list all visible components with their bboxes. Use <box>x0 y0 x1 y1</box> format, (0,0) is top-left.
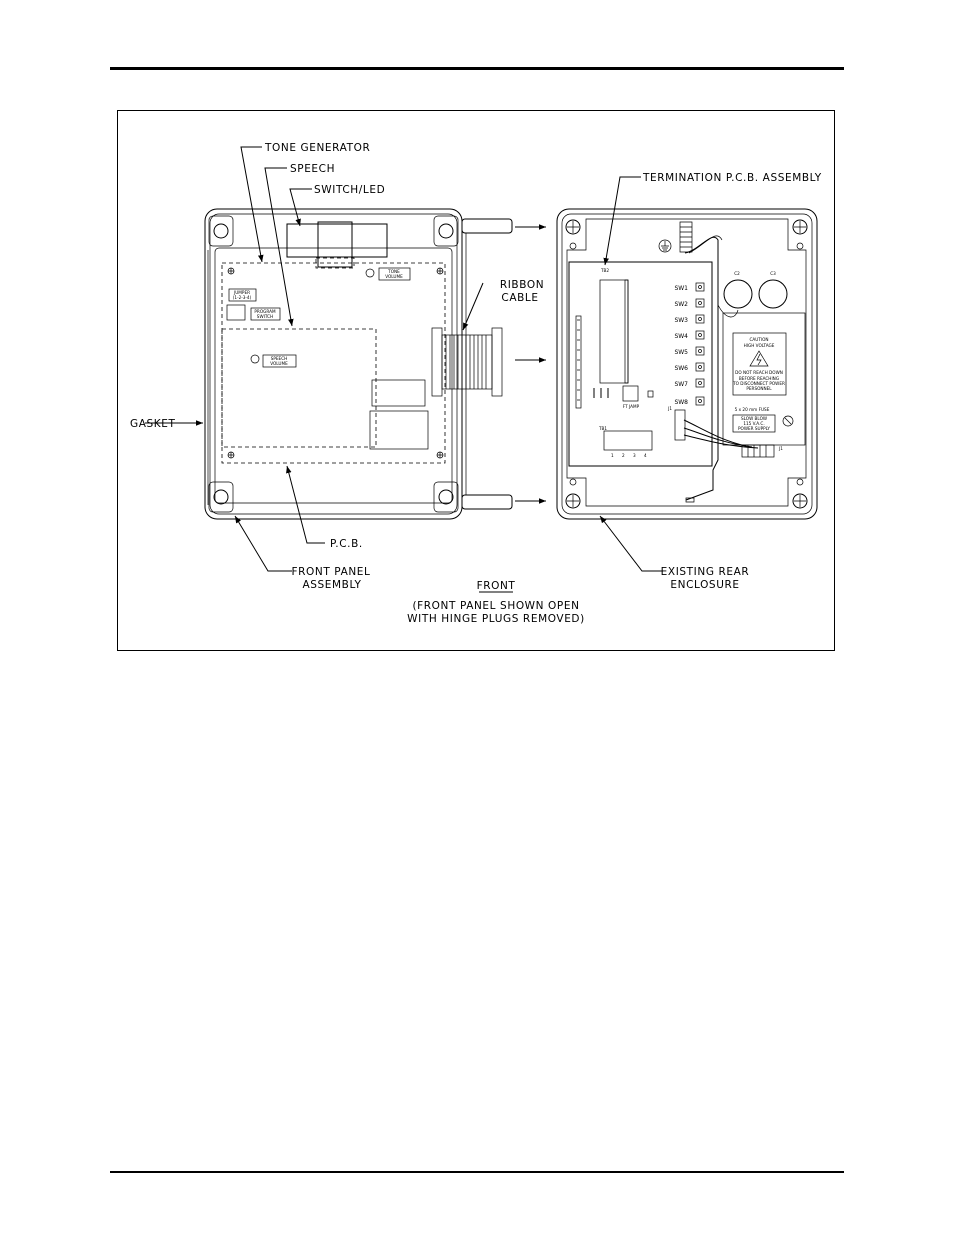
switch-led-callout: SWITCH/LED <box>314 184 385 196</box>
sw6-label: SW6 <box>674 365 688 372</box>
tb1-label: TB1 <box>598 426 607 431</box>
figure-frame <box>117 110 835 651</box>
tb2-label: TB2 <box>600 268 609 273</box>
ps-line-2: 115 V.A.C. <box>743 421 764 426</box>
caution-line-3: DO NOT REACH DOWN <box>735 370 783 375</box>
sw7-label: SW7 <box>674 381 688 388</box>
pcb-outline <box>221 262 446 464</box>
speech-board-outline <box>221 328 377 448</box>
sw8-label: SW8 <box>674 399 688 406</box>
hinge-plugs <box>461 218 513 510</box>
ps-line-1: SLOW BLOW <box>741 416 767 421</box>
j1-label: J1 <box>667 406 672 411</box>
c2-label: C2 <box>734 271 740 276</box>
sw4-label: SW4 <box>674 333 688 340</box>
ribbon-callout-1: RIBBON <box>500 279 544 291</box>
termination-callout: TERMINATION P.C.B. ASSEMBLY <box>642 172 822 184</box>
tb1-terminal-1: 1 <box>611 453 614 458</box>
sw1-label: SW1 <box>674 285 688 292</box>
footer-rule <box>110 1171 844 1173</box>
rear-enclosure: TB2 FT JAMP SW1 SW2 SW3 SW4 SW5 SW6 SW7 … <box>556 208 818 520</box>
front-panel-callout-1: FRONT PANEL <box>292 566 371 578</box>
front-panel-assembly: TONE VOLUME JUMPER (1-2-3-4) PROGRAM SWI… <box>204 208 463 520</box>
tone-generator-callout: TONE GENERATOR <box>264 142 370 154</box>
caption-title: FRONT <box>477 580 516 592</box>
jumper-label-2: (1-2-3-4) <box>233 295 252 300</box>
j1-lower-label: J1 <box>778 446 783 451</box>
ps-line-3: POWER SUPPLY <box>738 426 770 431</box>
program-switch-label-1: PROGRAM <box>254 309 276 314</box>
ribbon-cable <box>431 327 503 397</box>
caution-line-2: HIGH VOLTAGE <box>744 343 775 348</box>
tone-volume-label-1: TONE <box>387 269 400 274</box>
caption-line-2: WITH HINGE PLUGS REMOVED) <box>407 613 585 625</box>
speech-callout: SPEECH <box>290 163 335 175</box>
ribbon-callout-2: CABLE <box>501 292 538 304</box>
jumper-label-1: JUMPER <box>233 290 250 295</box>
existing-rear-callout-2: ENCLOSURE <box>670 579 739 591</box>
switch-column: SW1 SW2 SW3 SW4 SW5 SW6 SW7 SW8 <box>674 282 705 406</box>
caution-line-1: CAUTION <box>749 337 768 342</box>
gasket-callout: GASKET <box>130 418 176 430</box>
speech-volume-label-1: SPEECH <box>271 356 288 361</box>
pcb-callout: P.C.B. <box>330 538 363 550</box>
tb1-terminal-2: 2 <box>622 453 625 458</box>
warning-triangle-icon <box>749 350 769 367</box>
program-switch-label-2: SWITCH <box>257 314 273 319</box>
caption-line-1: (FRONT PANEL SHOWN OPEN <box>412 600 579 612</box>
tone-volume-label-2: VOLUME <box>385 274 403 279</box>
front-panel-callout-2: ASSEMBLY <box>302 579 361 591</box>
sw5-label: SW5 <box>674 349 688 356</box>
callout-leaders <box>145 146 663 572</box>
caution-line-6: PERSONNEL <box>746 386 772 391</box>
speech-volume-label-2: VOLUME <box>270 361 288 366</box>
tb1-terminal-4: 4 <box>644 453 647 458</box>
tb1-terminal-3: 3 <box>633 453 636 458</box>
ft-jamp-label: FT JAMP <box>623 404 640 409</box>
caution-line-4: BEFORE REACHING <box>739 376 779 381</box>
header-rule <box>110 67 844 70</box>
c3-label: C3 <box>770 271 776 276</box>
existing-rear-callout-1: EXISTING REAR <box>661 566 750 578</box>
sw2-label: SW2 <box>674 301 688 308</box>
caution-line-5: TO DISCONNECT POWER <box>732 381 785 386</box>
sw3-label: SW3 <box>674 317 688 324</box>
fuse-label: 5 x 20 mm FUSE <box>735 407 770 412</box>
